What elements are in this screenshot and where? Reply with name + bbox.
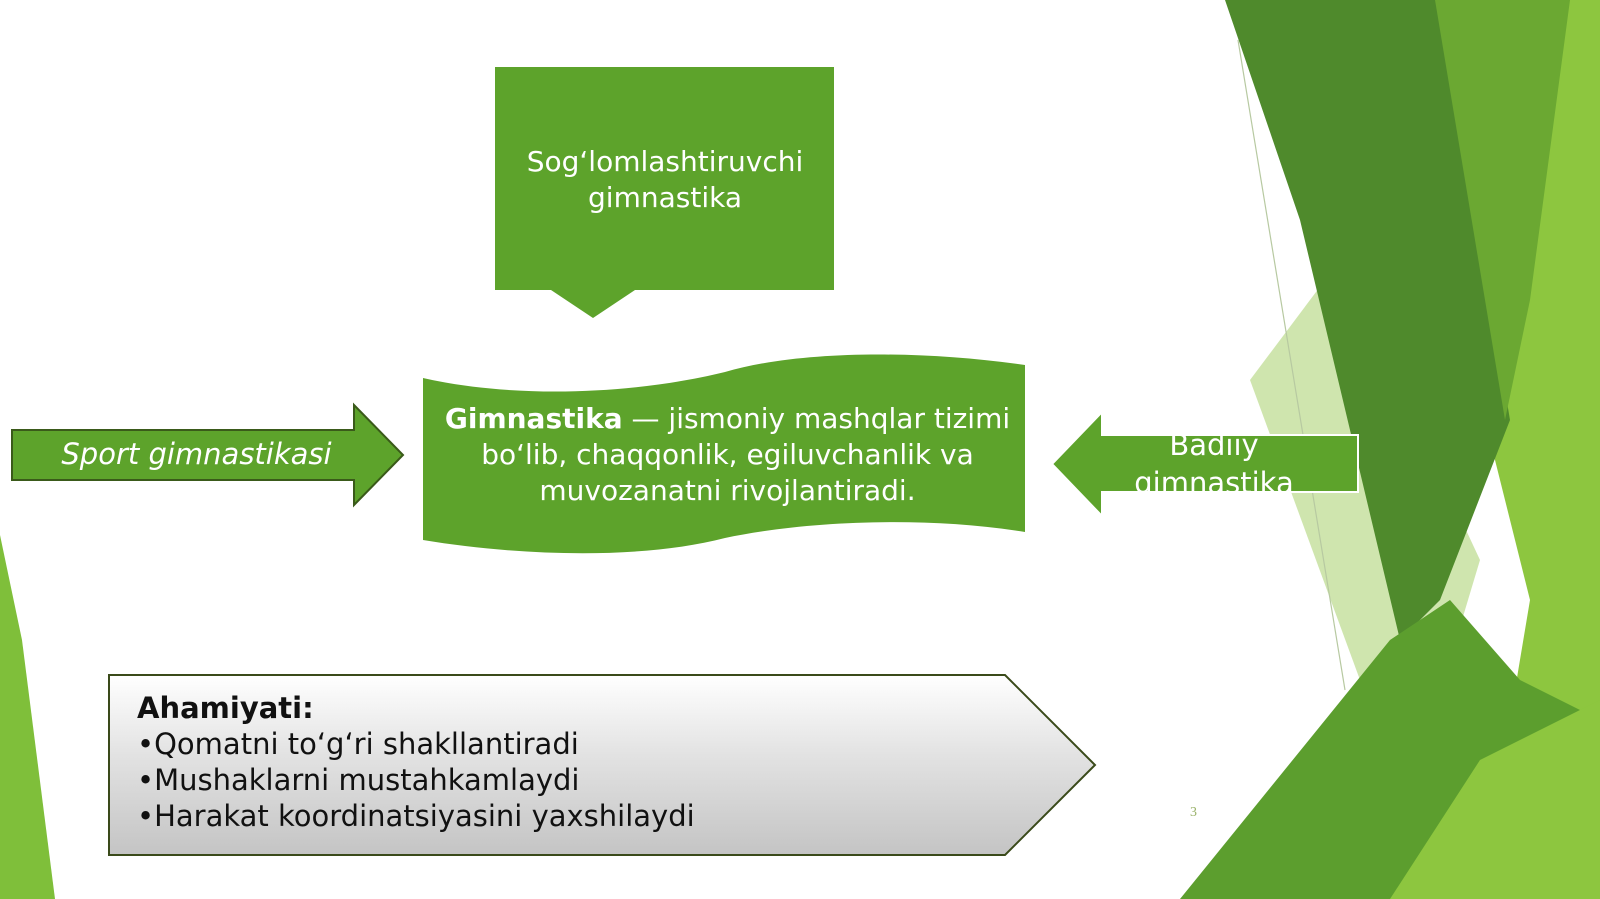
top-callout-label: Sog‘lomlashtiruvchi gimnastika bbox=[526, 144, 804, 214]
right-arrow-label: Badiiy gimnastika bbox=[1134, 428, 1294, 500]
bottom-panel-item: •Harakat koordinatsiyasini yaxshilaydi bbox=[137, 799, 695, 833]
slide-number: 3 bbox=[1190, 805, 1197, 820]
bg-band-light-far bbox=[1380, 0, 1600, 899]
bg-band-bottom-light bbox=[1390, 700, 1600, 899]
bg-band-mid bbox=[1435, 0, 1570, 420]
bottom-panel-heading: Ahamiyati: bbox=[137, 691, 314, 725]
bg-band-dark bbox=[1225, 0, 1510, 640]
left-arrow-label: Sport gimnastikasi bbox=[61, 437, 332, 472]
center-definition: Gimnastika — jismoniy mashqlar tizimi bo… bbox=[430, 395, 1025, 515]
center-wave-banner bbox=[423, 354, 1025, 554]
center-term: Gimnastika bbox=[444, 402, 623, 436]
right-arrow-shape bbox=[1050, 409, 1359, 519]
bottom-panel-item: •Qomatni to‘g‘ri shakllantiradi bbox=[137, 727, 579, 761]
bottom-panel-item: •Mushaklarni mustahkamlaydi bbox=[137, 763, 580, 797]
center-definition-text: — jismoniy mashqlar tizimi bo‘lib, chaqq… bbox=[481, 402, 1011, 507]
bottom-panel-content: Ahamiyati: •Qomatni to‘g‘ri shakllantira… bbox=[137, 690, 1037, 834]
top-callout-box bbox=[495, 67, 834, 318]
bg-thin-line bbox=[1237, 39, 1346, 691]
bottom-panel-shape bbox=[108, 674, 1097, 856]
left-arrow-shape bbox=[11, 402, 405, 508]
bg-left-sliver bbox=[0, 535, 55, 899]
